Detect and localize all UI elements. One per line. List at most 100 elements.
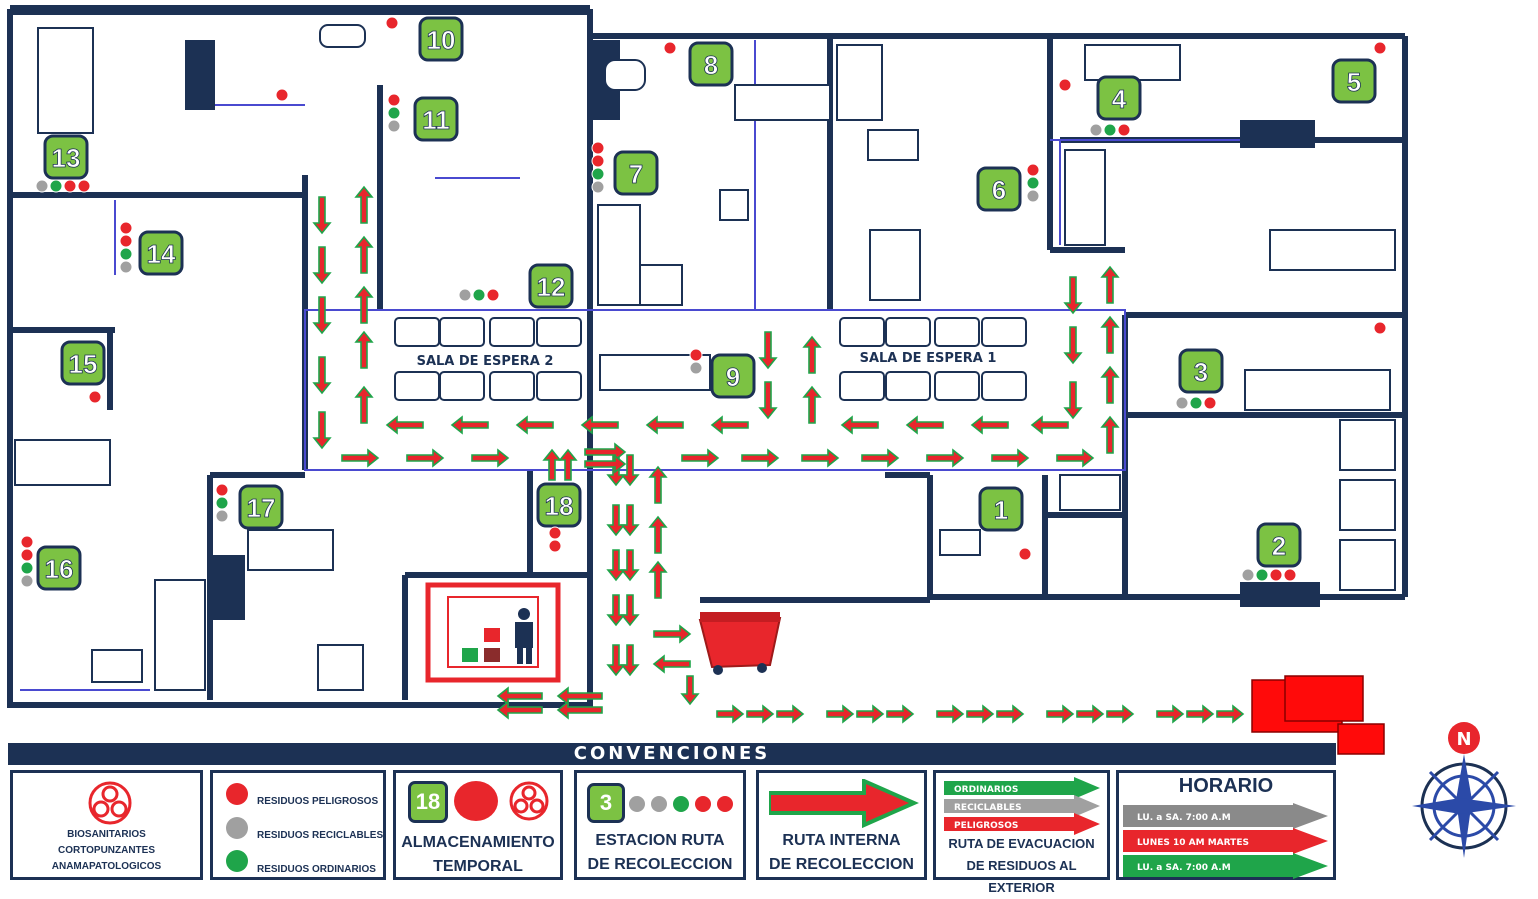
waiting-chairs <box>394 317 1027 401</box>
station-number-10: 10 <box>427 25 456 55</box>
waste-dot <box>387 119 401 133</box>
biosanitary-line-3: ANAMAPATOLOGICOS <box>51 861 162 872</box>
storage-line-2: TEMPORAL <box>433 858 523 875</box>
waste-dot <box>1255 568 1269 582</box>
route-arrow <box>556 700 603 720</box>
legend-biosanitary: BIOSANITARIOS CORTOPUNZANTES ANAMAPATOLO… <box>10 770 203 880</box>
station-badge-4: 4 <box>1096 75 1142 121</box>
legend-recyclable: RESIDUOS RECICLABLES <box>257 830 384 841</box>
waste-dot <box>1089 123 1103 137</box>
waste-dot <box>486 288 500 302</box>
waste-dot <box>591 167 605 181</box>
route-arrow <box>606 504 626 537</box>
station-badge-1: 1 <box>978 486 1024 532</box>
route-arrow <box>801 448 840 468</box>
waste-dot <box>1373 321 1387 335</box>
waiting-room-1-label: SALA DE ESPERA 1 <box>860 351 997 366</box>
route-arrow <box>1216 704 1245 724</box>
route-arrow <box>558 448 578 481</box>
station-number-16: 16 <box>45 554 74 584</box>
evac-arrow-recyclable: RECICLABLES <box>954 803 1022 813</box>
waste-dot <box>20 548 34 562</box>
legend-internal-route: RUTA INTERNA DE RECOLECCION <box>756 770 927 880</box>
station-number-6: 6 <box>992 175 1006 205</box>
route-arrow <box>996 704 1025 724</box>
station-badge-5: 5 <box>1331 58 1377 104</box>
waste-dot <box>275 88 289 102</box>
route-arrow <box>802 385 822 424</box>
waste-dot <box>663 41 677 55</box>
station-badge-11: 11 <box>413 96 459 142</box>
station-number-3: 3 <box>1194 357 1208 387</box>
route-arrow <box>680 675 700 706</box>
station-number-18: 18 <box>545 491 574 521</box>
route-arrow <box>648 515 668 554</box>
storage-biohazard-icon <box>509 781 549 821</box>
waste-dot <box>77 179 91 193</box>
solid-blocks <box>185 40 1320 620</box>
waste-dot <box>1026 163 1040 177</box>
waste-dot <box>119 221 133 235</box>
route-arrow <box>1100 415 1120 454</box>
route-arrow <box>496 700 543 720</box>
route-arrow <box>620 504 640 537</box>
route-arrow <box>354 285 374 324</box>
evac-arrow-ordinary: ORDINARIOS <box>954 785 1018 795</box>
route-arrow <box>1056 448 1095 468</box>
evacuation-line-1: RUTA DE EVACUACION <box>948 836 1095 851</box>
legend-storage: 18 ALMACENAMIENTO TEMPORAL <box>393 770 563 880</box>
waste-dot <box>119 234 133 248</box>
route-arrow <box>556 686 603 706</box>
legend-waste-types: RESIDUOS PELIGROSOS RESIDUOS RECICLABLES… <box>210 770 386 880</box>
station-number-badge: 3 <box>587 783 625 823</box>
route-arrow <box>991 448 1030 468</box>
route-arrow <box>496 686 543 706</box>
collection-bin-icon <box>698 612 782 675</box>
legend-ordinary: RESIDUOS ORDINARIOS <box>257 864 376 875</box>
station-dots <box>629 796 733 812</box>
station-badge-13: 13 <box>43 134 89 180</box>
waste-dot <box>458 288 472 302</box>
route-arrow <box>584 454 627 474</box>
schedule-arrows: LU. a SA. 7:00 A.M LUNES 10 AM MARTES LU… <box>1123 803 1328 879</box>
route-arrow <box>1100 365 1120 404</box>
route-arrow <box>681 448 720 468</box>
schedule-row-3: LU. a SA. 7:00 A.M <box>1137 863 1231 873</box>
route-arrow <box>1100 315 1120 354</box>
waste-dot <box>1026 176 1040 190</box>
waste-dot <box>35 179 49 193</box>
waste-dot <box>1026 189 1040 203</box>
route-arrow <box>716 704 745 724</box>
route-arrow <box>856 704 885 724</box>
station-badge-3: 3 <box>1178 348 1224 394</box>
schedule-row-2: LUNES 10 AM MARTES <box>1137 838 1249 848</box>
waste-dot <box>689 348 703 362</box>
collection-routes <box>312 185 1245 724</box>
station-number-1: 1 <box>994 495 1008 525</box>
station-number-15: 15 <box>69 349 98 379</box>
route-arrow <box>648 560 668 599</box>
station-number-12: 12 <box>537 272 566 302</box>
route-arrow <box>1063 381 1083 420</box>
route-arrow <box>312 196 332 235</box>
route-arrow <box>341 448 380 468</box>
route-arrow <box>758 381 778 420</box>
compass-icon: N <box>1412 722 1516 858</box>
station-badge-6: 6 <box>976 166 1022 212</box>
station-line-1: ESTACION RUTA <box>595 832 725 849</box>
station-badge-2: 2 <box>1256 522 1302 568</box>
route-arrow <box>966 704 995 724</box>
waste-dot <box>1058 78 1072 92</box>
evacuation-arrows: ORDINARIOS RECICLABLES PELIGROSOS <box>944 777 1100 835</box>
waste-dot <box>591 180 605 194</box>
route-arrow <box>354 185 374 224</box>
station-badge-18: 18 <box>536 482 582 528</box>
route-arrow <box>905 415 944 435</box>
station-badge-8: 8 <box>688 41 734 87</box>
waste-dot <box>215 483 229 497</box>
waste-dot <box>1241 568 1255 582</box>
route-arrow <box>406 448 445 468</box>
station-number-17: 17 <box>247 493 276 523</box>
